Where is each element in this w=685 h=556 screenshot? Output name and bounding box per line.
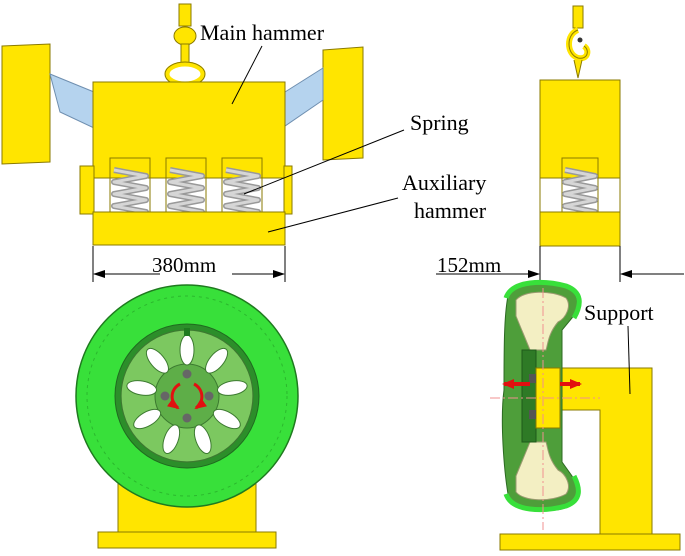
chain-link-mid xyxy=(180,43,190,65)
auxiliary-hammer-label-1: Auxiliary xyxy=(402,170,486,195)
dimension-152: 152mm xyxy=(437,253,501,277)
chain-link-top xyxy=(178,3,192,27)
front-tire-assembly xyxy=(75,284,299,549)
rim-window xyxy=(145,347,169,374)
side-auxiliary-hammer-block xyxy=(539,211,621,247)
rim-window xyxy=(212,408,241,430)
spring-group xyxy=(109,157,263,227)
auxiliary-hammer-leader xyxy=(267,197,399,233)
base-plate xyxy=(97,531,277,549)
wheel-bolt xyxy=(204,391,214,401)
rim-window xyxy=(205,347,229,374)
spring-coil xyxy=(167,167,205,221)
hub-bolt xyxy=(529,374,536,383)
wheel-bolts xyxy=(160,369,214,423)
right-guide-plate xyxy=(284,67,324,127)
support-leader xyxy=(627,325,631,395)
spring-coil xyxy=(223,167,261,221)
valve-stem xyxy=(184,328,190,336)
side-chain-link xyxy=(572,5,584,29)
lower-bead-section xyxy=(515,441,569,501)
support-bracket xyxy=(559,367,653,537)
chain-link-bulge xyxy=(173,26,197,46)
rotation-arrows-icon xyxy=(166,382,208,410)
support-base-plate xyxy=(499,533,681,551)
wheel-bolt xyxy=(160,391,170,401)
spring-leader xyxy=(243,129,405,195)
main-hammer-leader xyxy=(231,45,263,105)
hub-bolt xyxy=(529,410,536,419)
side-main-hammer-block xyxy=(539,79,621,179)
crane-hook-icon xyxy=(566,27,591,79)
support-label: Support xyxy=(584,300,654,325)
rim-window xyxy=(126,380,158,396)
lifting-ring xyxy=(164,61,206,87)
rim-window xyxy=(162,424,181,455)
spring-label: Spring xyxy=(410,110,469,135)
main-hammer-block xyxy=(92,81,286,179)
upper-bead-section xyxy=(515,291,569,351)
tire-tread-outline xyxy=(503,279,582,513)
tire-tread-band xyxy=(86,295,288,497)
side-spring-coil xyxy=(562,167,598,221)
left-column xyxy=(1,43,51,165)
wheel-bolt xyxy=(182,369,192,379)
rim-window xyxy=(133,408,162,430)
main-hammer-label: Main hammer xyxy=(200,20,325,45)
side-hammer-assembly xyxy=(539,5,621,247)
rim-window xyxy=(179,334,195,366)
auxiliary-hammer-block xyxy=(92,211,286,246)
side-tire-section xyxy=(490,279,681,551)
left-guide-plate xyxy=(49,73,95,129)
front-hammer-assembly xyxy=(1,3,364,246)
rim-window xyxy=(193,424,212,455)
right-column xyxy=(322,46,364,161)
rim-window xyxy=(216,380,248,396)
rim-wall xyxy=(521,349,537,443)
spring-coil xyxy=(111,167,149,221)
dimension-380: 380mm xyxy=(152,253,216,277)
side-bracket-right xyxy=(283,165,293,215)
side-bracket-left xyxy=(79,165,95,215)
wheel-bolt xyxy=(182,413,192,423)
auxiliary-hammer-label-2: hammer xyxy=(414,198,487,223)
